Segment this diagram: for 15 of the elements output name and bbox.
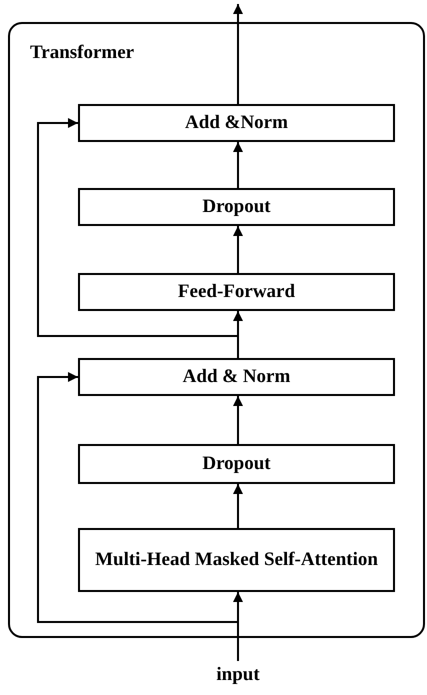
title-label: Transformer	[30, 42, 134, 64]
process-box: Multi-Head Masked Self-Attention	[78, 528, 395, 592]
arrow	[233, 396, 243, 444]
process-box: Add & Norm	[78, 358, 395, 396]
process-box: Dropout	[78, 444, 395, 484]
input-label: input	[208, 661, 268, 689]
process-box: Add &Norm	[78, 104, 395, 142]
process-box: Feed-Forward	[78, 273, 395, 311]
process-box: Dropout	[78, 188, 395, 226]
arrow	[37, 372, 239, 661]
arrow	[233, 142, 243, 188]
container-frame	[8, 22, 425, 638]
arrow	[233, 226, 243, 273]
arrow	[233, 484, 243, 528]
arrow	[233, 4, 243, 104]
